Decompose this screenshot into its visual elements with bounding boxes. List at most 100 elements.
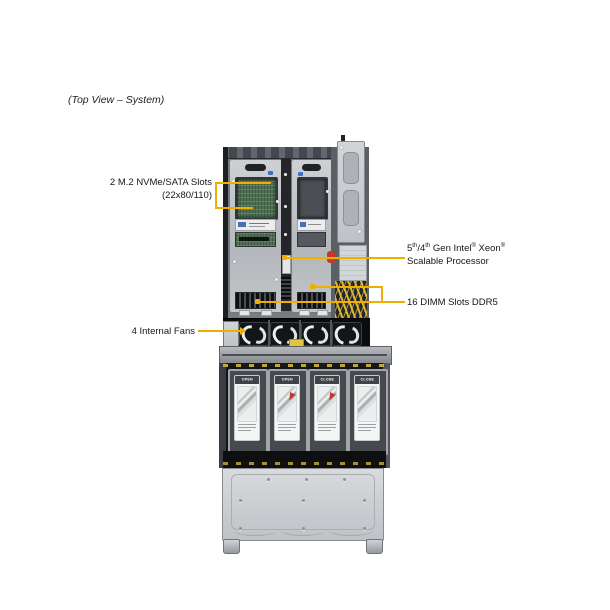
blue-clip	[268, 171, 273, 175]
screw-dot	[284, 173, 287, 176]
screw-dot	[275, 278, 278, 281]
sticker-caption-line	[278, 430, 291, 431]
pcb-slot	[239, 237, 269, 241]
sticker-caption-line	[318, 430, 331, 431]
sticker-line	[249, 223, 269, 224]
dimm-callout-vertical	[381, 286, 383, 303]
m2-slots-label-line2: (22x80/110)	[162, 190, 212, 201]
sticker-mark	[238, 222, 246, 227]
shroud-handle	[245, 164, 266, 171]
red-arrow-icon	[286, 392, 296, 402]
drive-tray-sticker-title: CLOSE	[315, 376, 339, 384]
panel-screw	[363, 499, 366, 502]
sticker-caption-line	[238, 427, 256, 428]
screw-dot	[340, 146, 343, 149]
panel-screw	[343, 478, 346, 481]
bracket-cutout	[343, 190, 359, 226]
drive-tray: CLOSE	[308, 369, 348, 461]
panel-screw	[239, 499, 242, 502]
screw-dot	[276, 200, 279, 203]
fans-callout-arrow	[240, 327, 246, 335]
dimm-callout-line-top	[312, 286, 383, 288]
internal-fans-label: 4 Internal Fans	[131, 326, 195, 337]
fan-row	[223, 318, 370, 348]
shroud-sticker	[297, 219, 326, 231]
heatsink-fins	[281, 277, 291, 299]
fan-divider	[268, 320, 270, 346]
sticker-caption-line	[358, 430, 371, 431]
sticker-caption-line	[358, 427, 376, 428]
processor-callout-dot	[282, 255, 287, 260]
panel-inner-outline	[231, 474, 375, 530]
tiny-sticker	[261, 310, 272, 316]
figure-caption: (Top View – System)	[68, 94, 165, 106]
panel-scallop	[281, 525, 325, 536]
red-arrow-icon	[326, 392, 336, 402]
pcb-strip	[235, 232, 276, 247]
m2-callout-line-top	[215, 182, 271, 184]
m2-callout-line-bottom	[215, 207, 253, 209]
bracket-tab	[341, 135, 345, 145]
drive-tray-sticker: CLOSE	[314, 375, 340, 441]
fans-callout-line	[198, 330, 240, 332]
left-air-shroud	[229, 159, 283, 313]
fan-divider	[330, 320, 332, 346]
blue-clip	[298, 172, 303, 176]
chassis-foot-right	[366, 539, 383, 554]
screw-dot	[233, 260, 236, 263]
fan-module	[301, 322, 331, 346]
shroud-handle	[302, 164, 321, 171]
tiny-sticker	[299, 310, 310, 316]
dimm-callout-line-bottom	[257, 301, 405, 303]
drive-tray-sticker: OPEN	[274, 375, 300, 441]
panel-screw	[302, 499, 305, 502]
bay-left-wall	[219, 363, 226, 468]
shroud-panel	[297, 232, 326, 247]
drive-tray: CLOSE	[348, 369, 388, 461]
panel-scallop	[233, 525, 277, 536]
sticker-line	[249, 226, 265, 227]
m2-slots-label-line1: 2 M.2 NVMe/SATA Slots	[109, 177, 212, 188]
tiny-sticker	[239, 310, 250, 316]
sticker-caption-line	[358, 424, 376, 425]
fan-divider	[299, 320, 301, 346]
bay-bottom-band	[223, 451, 386, 468]
drive-tray-sticker: OPEN	[234, 375, 260, 441]
gold-highlight-bottom	[223, 462, 386, 465]
sticker-caption-line	[278, 427, 296, 428]
chassis-left-wall	[223, 147, 228, 318]
center-cable-column	[281, 159, 291, 311]
screw-dot	[284, 233, 287, 236]
m2-slots-label: 2 M.2 NVMe/SATA Slots (22x80/110)	[60, 176, 212, 202]
shroud-vent	[297, 292, 326, 309]
right-air-shroud	[291, 159, 333, 313]
panel-scallop	[329, 525, 373, 536]
chassis-upper-body	[223, 135, 369, 318]
drive-tray: OPEN	[228, 369, 268, 461]
screw-dot	[284, 205, 287, 208]
sticker-title-text: CLOSE	[360, 378, 374, 382]
front-panel-top-cover	[222, 468, 384, 541]
dimm-slots-label: 16 DIMM Slots DDR5	[407, 297, 498, 308]
sticker-caption-line	[278, 424, 296, 425]
sticker-caption-line	[238, 424, 256, 425]
sticker-title-text: OPEN	[241, 378, 253, 382]
shroud-sticker	[235, 219, 276, 231]
drive-insertion-illustration	[237, 386, 257, 422]
panel-screw	[267, 478, 270, 481]
sticker-caption-line	[318, 424, 336, 425]
dimm-callout-dot-top	[310, 284, 315, 289]
drive-tray-sticker-title: OPEN	[275, 376, 299, 384]
dimm-callout-dot-bottom	[255, 299, 260, 304]
panel-screw	[305, 478, 308, 481]
processor-callout-line	[285, 257, 405, 259]
sticker-title-text: CLOSE	[320, 378, 334, 382]
processor-label: 5th/4th Gen Intel® Xeon® Scalable Proces…	[407, 242, 547, 268]
riser-psu-bay	[327, 135, 369, 318]
m2-pcb-opening	[235, 177, 278, 220]
fan-module	[332, 322, 362, 346]
m2-callout-vertical	[215, 182, 217, 209]
sticker-title-text: OPEN	[281, 378, 293, 382]
sticker-caption-line	[238, 430, 251, 431]
